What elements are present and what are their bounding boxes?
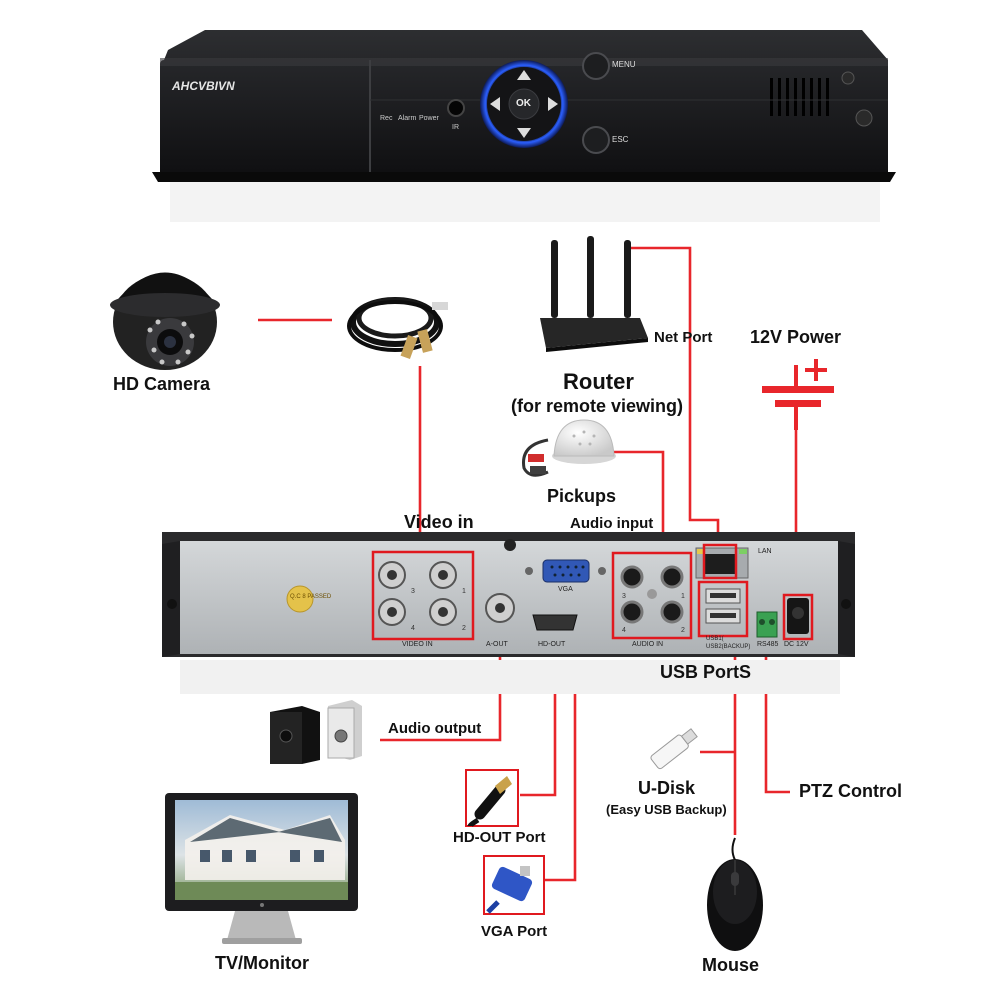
wires [258, 246, 798, 882]
usb1-silkscreen: USB1( [706, 636, 724, 642]
rs485-terminal[interactable] [756, 611, 778, 638]
label-net-port: Net Port [654, 329, 713, 346]
alarm-indicator-label: Alarm [398, 115, 417, 122]
esc-button[interactable] [582, 126, 610, 154]
mouse [707, 837, 763, 951]
qc-sticker-text: Q.C 8 PASSED [290, 594, 332, 600]
ok-label: OK [516, 98, 531, 109]
label-router: Router [563, 369, 634, 394]
label-tv-monitor: TV/Monitor [215, 953, 309, 973]
hdmi-cable [465, 769, 519, 828]
video-port-4: 4 [411, 625, 415, 632]
lan-highlight [702, 543, 738, 580]
ir-label: IR [452, 124, 459, 131]
menu-button[interactable] [582, 52, 610, 80]
brand-logo: AHCVBIVN [172, 79, 235, 93]
lan-port[interactable] [705, 554, 737, 574]
audio-port-2: 2 [681, 627, 685, 634]
power-symbol [762, 359, 834, 430]
label-audio-output: Audio output [388, 720, 482, 737]
dvr-front-unit [152, 30, 896, 222]
audio-in-silkscreen: AUDIO IN [632, 641, 664, 648]
label-pickups: Pickups [547, 486, 617, 506]
rs485-silkscreen: RS485 [757, 641, 779, 648]
pickup-microphone [522, 419, 616, 477]
audio-in-ports[interactable] [611, 551, 693, 640]
lan-silkscreen: LAN [758, 548, 772, 555]
usb-highlight [697, 580, 749, 638]
label-vga-port: VGA Port [481, 923, 548, 940]
video-in-silkscreen: VIDEO IN [402, 641, 433, 648]
tv-monitor [165, 793, 358, 944]
label-mouse: Mouse [702, 955, 760, 975]
rec-indicator-label: Rec [380, 115, 393, 122]
menu-label: MENU [612, 60, 636, 69]
video-in-ports[interactable] [371, 550, 475, 641]
usb-disk [650, 728, 698, 770]
vga-cable [483, 855, 545, 915]
label-video-in: Video in [404, 512, 474, 532]
label-audio-input: Audio input [570, 515, 654, 532]
label-hd-camera: HD Camera [113, 374, 211, 394]
video-port-2: 2 [462, 625, 466, 632]
up-arrow-icon[interactable] [517, 70, 531, 80]
label-u-disk-sub: (Easy USB Backup) [606, 802, 727, 817]
dvr-back-panel [162, 532, 855, 694]
router [540, 236, 648, 352]
label-hd-out-port: HD-OUT Port [453, 829, 546, 846]
esc-label: ESC [612, 135, 629, 144]
dc-silkscreen: DC 12V [784, 641, 809, 648]
a-out-silkscreen: A-OUT [486, 641, 508, 648]
bnc-cable-coil [347, 297, 448, 360]
vga-port[interactable] [542, 559, 590, 583]
video-port-1: 1 [462, 588, 466, 595]
video-port-3: 3 [411, 588, 415, 595]
label-12v-power: 12V Power [750, 327, 842, 347]
label-usb-ports: USB PortS [660, 662, 752, 682]
audio-in-highlight [611, 551, 693, 640]
audio-port-3: 3 [622, 593, 626, 600]
speakers [270, 700, 362, 764]
video-in-highlight [371, 550, 475, 641]
dc-highlight [782, 593, 814, 641]
left-arrow-icon[interactable] [490, 97, 500, 111]
vga-silkscreen: VGA [558, 586, 573, 593]
label-u-disk: U-Disk [638, 778, 696, 798]
hd-camera [110, 272, 220, 370]
label-ptz-control: PTZ Control [799, 781, 902, 801]
ok-button[interactable] [508, 88, 540, 120]
hd-out-silkscreen: HD-OUT [538, 641, 566, 648]
qc-sticker [286, 585, 314, 613]
down-arrow-icon[interactable] [517, 128, 531, 138]
audio-port-4: 4 [622, 627, 626, 634]
power-indicator-label: Power [419, 115, 439, 122]
audio-port-1: 1 [681, 593, 685, 600]
ir-sensor [447, 99, 465, 117]
right-arrow-icon[interactable] [548, 97, 558, 111]
hd-out-port[interactable] [532, 614, 578, 631]
usb2-silkscreen: USB2(BACKUP) [706, 644, 751, 650]
label-router-sub: (for remote viewing) [511, 396, 684, 416]
